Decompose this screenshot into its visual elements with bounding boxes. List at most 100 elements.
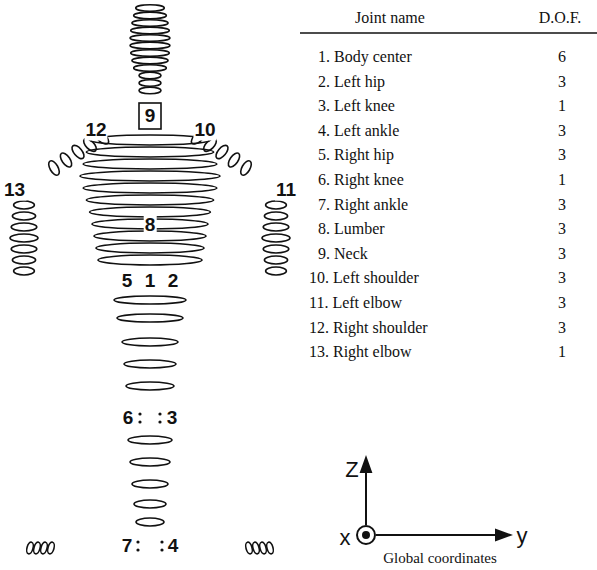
body-segments bbox=[10, 5, 290, 555]
joint-dot bbox=[158, 420, 161, 423]
table-cell: 10. Left shoulder bbox=[309, 270, 419, 288]
segment-ring bbox=[130, 42, 170, 48]
segment-ring bbox=[134, 500, 166, 508]
joint-dot bbox=[138, 420, 141, 423]
segment-ring bbox=[132, 480, 168, 488]
table-cell: 4. Left ankle bbox=[318, 122, 399, 140]
segment-ring bbox=[14, 267, 35, 275]
segment-ring bbox=[239, 159, 254, 177]
axis-label: y bbox=[517, 524, 528, 548]
joint-number: 2 bbox=[167, 271, 180, 292]
segment-ring bbox=[86, 147, 213, 157]
table-cell: D.O.F. bbox=[539, 9, 582, 27]
table-cell: 6 bbox=[558, 48, 566, 66]
segment-ring bbox=[266, 201, 287, 209]
joint-number: 4 bbox=[167, 536, 180, 557]
axes-caption: Global coordinates bbox=[383, 550, 497, 567]
joint-dot bbox=[158, 412, 161, 415]
table-cell: 3 bbox=[558, 245, 566, 263]
joint-number: 3 bbox=[166, 408, 179, 429]
joint-number: 6 bbox=[122, 408, 135, 429]
neck-box bbox=[139, 103, 161, 129]
joint-dot bbox=[160, 548, 163, 551]
joint-number: 5 bbox=[121, 271, 134, 292]
table-cell: 3 bbox=[558, 73, 566, 91]
joint-number: 7 bbox=[121, 536, 134, 557]
table-cell: 1. Body center bbox=[318, 48, 412, 66]
table-cell: 3 bbox=[558, 147, 566, 165]
joint-number: 10 bbox=[193, 120, 216, 141]
segment-ring bbox=[11, 223, 37, 231]
axes bbox=[357, 458, 510, 544]
segment-ring bbox=[136, 5, 165, 11]
table-cell: 2. Left hip bbox=[318, 73, 385, 91]
joint-number: 11 bbox=[275, 180, 297, 201]
segment-ring bbox=[114, 296, 186, 304]
table-cell: Joint name bbox=[355, 9, 425, 27]
segment-ring bbox=[264, 256, 287, 264]
table-cell: 3 bbox=[558, 294, 566, 312]
segment-ring bbox=[132, 57, 168, 63]
table-cell: 12. Right shoulder bbox=[309, 319, 428, 337]
segment-ring bbox=[263, 245, 289, 253]
table-cell: 1 bbox=[558, 171, 566, 189]
axis-label: Z bbox=[345, 458, 358, 482]
joint-dot bbox=[136, 540, 139, 543]
segment-ring bbox=[58, 151, 74, 169]
segment-ring bbox=[136, 518, 164, 526]
segment-ring bbox=[126, 382, 174, 390]
joint-number: 8 bbox=[144, 215, 157, 236]
table-cell: 3 bbox=[558, 122, 566, 140]
segment-ring bbox=[96, 243, 204, 253]
segment-ring bbox=[214, 143, 230, 160]
joint-number: 9 bbox=[144, 106, 157, 127]
segment-ring bbox=[226, 151, 242, 169]
segment-ring bbox=[131, 27, 170, 33]
segment-ring bbox=[131, 50, 170, 56]
segment-ring bbox=[139, 87, 161, 93]
segment-ring bbox=[130, 35, 170, 41]
table-cell: 3 bbox=[558, 270, 566, 288]
segment-ring bbox=[128, 436, 172, 444]
segment-ring bbox=[98, 255, 202, 265]
table-rule bbox=[300, 32, 597, 34]
axis-label: x bbox=[340, 526, 351, 550]
segment-ring bbox=[122, 338, 178, 346]
segment-ring bbox=[70, 143, 86, 160]
joint-number: 13 bbox=[3, 180, 26, 201]
table-cell: 5. Right hip bbox=[318, 147, 394, 165]
segment-ring bbox=[12, 256, 35, 264]
joint-dot bbox=[138, 412, 141, 415]
segment-ring bbox=[117, 314, 183, 322]
segment-ring bbox=[12, 212, 35, 220]
segment-ring bbox=[11, 245, 37, 253]
segment-ring bbox=[263, 223, 289, 231]
joint-number: 1 bbox=[144, 271, 157, 292]
segment-ring bbox=[14, 201, 35, 209]
segment-ring bbox=[134, 12, 167, 18]
joint-dot bbox=[136, 548, 139, 551]
table-cell: 3 bbox=[558, 196, 566, 214]
table-cell: 11. Left elbow bbox=[309, 294, 402, 312]
segment-ring bbox=[83, 159, 217, 169]
segment-ring bbox=[130, 458, 170, 466]
table-cell: 3. Left knee bbox=[318, 97, 395, 115]
table-cell: 3 bbox=[558, 220, 566, 238]
segment-ring bbox=[86, 195, 213, 205]
segment-ring bbox=[134, 65, 167, 71]
table-cell: 9. Neck bbox=[318, 245, 368, 263]
segment-ring bbox=[139, 72, 161, 78]
table-cell: 13. Right elbow bbox=[309, 343, 412, 361]
segment-ring bbox=[266, 267, 287, 275]
segment-ring bbox=[47, 159, 62, 177]
segment-ring bbox=[47, 541, 56, 554]
table-cell: 6. Right knee bbox=[318, 171, 404, 189]
segment-ring bbox=[10, 234, 38, 242]
table-cell: 8. Lumber bbox=[318, 220, 385, 238]
joint-number: 12 bbox=[84, 120, 107, 141]
segment-ring bbox=[124, 360, 176, 368]
table-cell: 3 bbox=[558, 319, 566, 337]
table-cell: 1 bbox=[558, 343, 566, 361]
segment-ring bbox=[264, 212, 287, 220]
